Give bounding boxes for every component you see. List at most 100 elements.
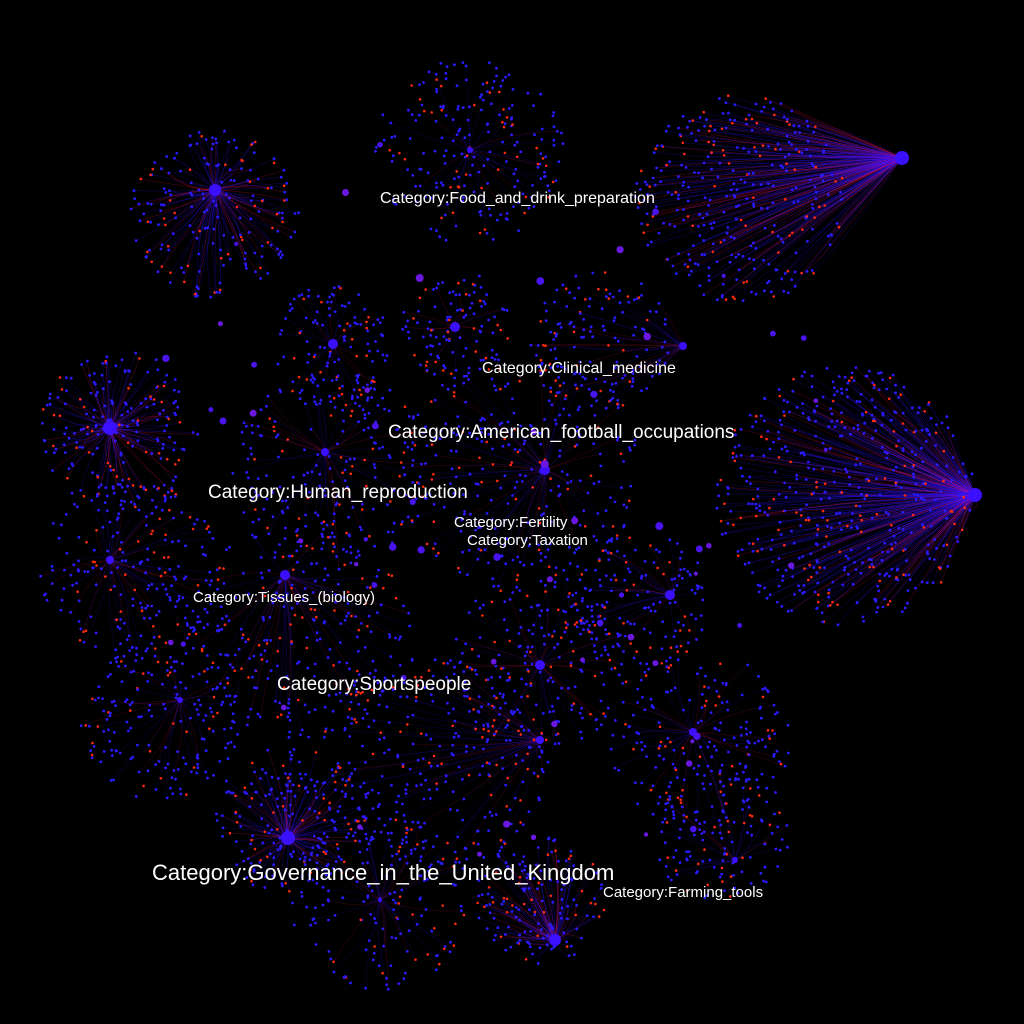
graph-node — [607, 344, 610, 347]
graph-node — [773, 470, 777, 474]
graph-node — [929, 524, 933, 528]
graph-node — [362, 428, 366, 432]
graph-node — [812, 130, 816, 134]
graph-node — [942, 479, 945, 483]
graph-node — [95, 493, 99, 496]
graph-node — [755, 506, 758, 510]
graph-node — [737, 268, 741, 272]
graph-node — [796, 200, 800, 203]
graph-node — [805, 215, 809, 218]
graph-node — [382, 586, 385, 590]
graph-node — [288, 309, 292, 312]
graph-edge — [813, 157, 903, 274]
graph-node — [894, 466, 898, 469]
graph-node — [628, 499, 631, 503]
graph-node — [721, 112, 725, 115]
graph-node — [823, 490, 827, 494]
graph-edge — [821, 494, 976, 500]
graph-node — [531, 486, 534, 489]
graph-edge — [712, 157, 903, 252]
graph-node — [229, 178, 233, 182]
graph-node — [826, 519, 829, 522]
graph-node — [120, 413, 124, 417]
graph-edge — [748, 494, 976, 504]
graph-node — [407, 611, 411, 615]
graph-node — [146, 547, 150, 551]
graph-node — [474, 350, 478, 353]
graph-node — [675, 208, 679, 212]
graph-node — [246, 179, 250, 182]
graph-node — [784, 445, 787, 449]
graph-node — [425, 345, 429, 349]
graph-edge — [907, 494, 976, 591]
graph-edge — [814, 411, 976, 496]
graph-node — [195, 236, 199, 240]
graph-edge — [921, 448, 976, 496]
graph-edge — [778, 438, 976, 496]
graph-node — [811, 164, 815, 168]
graph-node — [649, 609, 653, 613]
graph-node — [271, 515, 275, 519]
graph-node — [95, 529, 98, 532]
graph-node — [341, 408, 345, 412]
graph-node — [454, 475, 458, 479]
graph-node — [332, 293, 335, 297]
graph-edge — [781, 157, 903, 239]
graph-edge — [778, 431, 976, 496]
graph-node — [251, 194, 255, 198]
graph-node — [276, 229, 280, 233]
graph-node — [859, 514, 862, 517]
graph-node — [566, 487, 570, 491]
graph-node — [58, 414, 62, 418]
graph-node — [480, 93, 483, 97]
graph-node — [968, 508, 972, 512]
graph-node — [812, 409, 816, 413]
graph-edge — [708, 157, 903, 277]
graph-node — [212, 227, 216, 231]
graph-node — [150, 532, 153, 536]
graph-node — [609, 398, 613, 402]
graph-node — [360, 508, 364, 511]
graph-edge — [749, 157, 903, 259]
graph-edge — [860, 463, 976, 496]
graph-node — [536, 162, 540, 166]
graph-node — [162, 483, 166, 487]
graph-node — [712, 143, 715, 147]
graph-node — [289, 235, 293, 239]
graph-edge — [810, 494, 976, 554]
graph-edge — [147, 189, 216, 253]
graph-node — [332, 396, 336, 400]
graph-node — [293, 230, 297, 234]
graph-edge — [823, 442, 976, 496]
graph-node — [539, 559, 543, 563]
graph-edge — [871, 399, 976, 496]
graph-node — [573, 551, 576, 555]
graph-node — [425, 444, 429, 448]
graph-node — [479, 330, 483, 334]
graph-node — [600, 603, 604, 607]
graph-node — [430, 111, 434, 114]
graph-node — [91, 452, 95, 456]
graph-node — [312, 395, 316, 399]
graph-edge — [732, 157, 903, 298]
graph-node — [106, 549, 109, 553]
graph-node — [162, 384, 166, 388]
graph-node — [352, 457, 356, 461]
graph-node — [217, 629, 221, 633]
graph-edge — [886, 388, 976, 496]
graph-edge — [761, 157, 903, 209]
graph-node — [162, 217, 166, 220]
graph-node — [168, 189, 171, 193]
graph-edge — [704, 157, 903, 255]
graph-node — [812, 467, 816, 471]
graph-edge — [749, 476, 976, 496]
graph-edge — [911, 494, 976, 533]
graph-node — [951, 434, 955, 438]
graph-edge — [830, 157, 903, 235]
graph-edge — [726, 127, 903, 159]
graph-edge — [928, 404, 976, 496]
graph-node — [555, 288, 559, 292]
graph-edge — [434, 469, 546, 505]
graph-node — [963, 506, 967, 510]
graph-edge — [109, 427, 175, 443]
